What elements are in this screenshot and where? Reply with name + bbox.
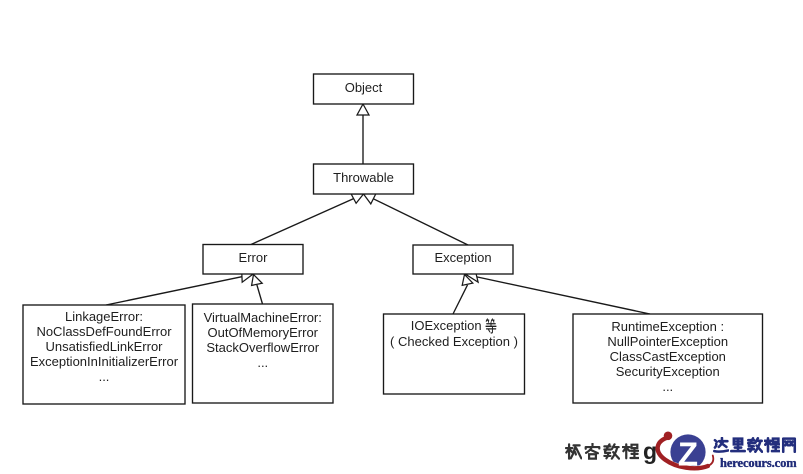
svg-text:Z: Z: [678, 436, 698, 473]
